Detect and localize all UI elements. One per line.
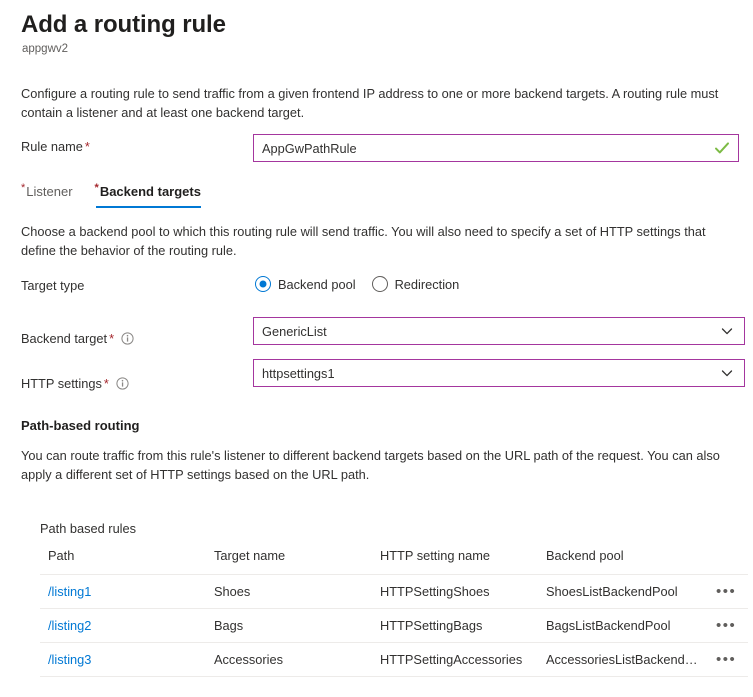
tab-required-indicator: * <box>94 181 99 194</box>
required-indicator: * <box>103 376 109 391</box>
info-circle-icon[interactable] <box>116 377 129 390</box>
backend-target-label-text: Backend target <box>21 331 108 346</box>
tab-listener-label: Listener <box>26 184 73 199</box>
tab-listener[interactable]: *Listener <box>21 181 73 208</box>
required-indicator: * <box>84 139 90 154</box>
http-settings-label: HTTP settings* <box>21 376 129 391</box>
table-row: /listing3 Accessories HTTPSettingAccesso… <box>40 642 748 677</box>
backend-target-value: GenericList <box>262 323 327 339</box>
path-based-routing-title: Path-based routing <box>21 418 140 433</box>
http-settings-dropdown[interactable]: httpsettings1 <box>253 359 745 387</box>
cell-actions: ••• <box>698 608 748 643</box>
row-context-menu-icon[interactable]: ••• <box>716 651 737 668</box>
http-settings-value: httpsettings1 <box>262 365 335 381</box>
table-row: /listing1 Shoes HTTPSettingShoes ShoesLi… <box>40 574 748 609</box>
table-header: Path Target name HTTP setting name Backe… <box>40 548 748 575</box>
required-indicator: * <box>109 331 115 346</box>
cell-actions: ••• <box>698 642 748 677</box>
column-header-backend-pool: Backend pool <box>546 548 698 575</box>
path-based-rules-table: Path Target name HTTP setting name Backe… <box>40 548 748 677</box>
cell-target-name: Bags <box>214 608 380 643</box>
http-settings-label-text: HTTP settings <box>21 376 102 391</box>
intro-description: Configure a routing rule to send traffic… <box>21 86 719 120</box>
page-subtitle: appgwv2 <box>22 43 69 55</box>
radio-redirection-label: Redirection <box>394 276 460 292</box>
row-context-menu-icon[interactable]: ••• <box>716 617 737 634</box>
rule-name-input[interactable] <box>254 139 713 157</box>
table-body: /listing1 Shoes HTTPSettingShoes ShoesLi… <box>40 574 748 677</box>
radio-mark-icon <box>255 276 271 292</box>
rule-name-label-text: Rule name <box>21 139 83 154</box>
cell-http-setting-name: HTTPSettingBags <box>380 608 546 643</box>
info-circle-icon[interactable] <box>121 332 134 345</box>
page-title: Add a routing rule <box>21 11 226 38</box>
target-type-radio-group: Backend pool Redirection <box>255 276 475 292</box>
radio-redirection[interactable]: Redirection <box>371 276 460 292</box>
row-context-menu-icon[interactable]: ••• <box>716 583 737 600</box>
cell-target-name: Shoes <box>214 574 380 609</box>
cell-http-setting-name: HTTPSettingShoes <box>380 574 546 609</box>
rule-name-field[interactable] <box>253 134 739 162</box>
tab-backend-targets-label: Backend targets <box>99 184 201 199</box>
column-header-http-setting-name: HTTP setting name <box>380 548 546 575</box>
column-header-target-name: Target name <box>214 548 380 575</box>
radio-backend-pool-label: Backend pool <box>278 276 356 292</box>
green-check-icon <box>713 139 731 157</box>
radio-mark-icon <box>371 276 388 292</box>
path-based-routing-description: You can route traffic from this rule's l… <box>21 448 720 482</box>
cell-actions: ••• <box>698 574 748 609</box>
chevron-down-icon <box>720 366 734 380</box>
cell-backend-pool: BagsListBackendPool <box>546 608 698 643</box>
table-header-row: Path Target name HTTP setting name Backe… <box>40 548 748 575</box>
tab-backend-targets[interactable]: *Backend targets <box>94 181 202 208</box>
path-based-rules-caption: Path based rules <box>40 521 137 536</box>
rule-name-label: Rule name* <box>21 139 90 154</box>
cell-backend-pool: ShoesListBackendPool <box>546 574 698 609</box>
cell-target-name: Accessories <box>214 642 380 677</box>
cell-http-setting-name: HTTPSettingAccessories <box>380 642 546 677</box>
chevron-down-icon <box>720 324 734 338</box>
tab-required-indicator: * <box>21 181 26 194</box>
column-header-path: Path <box>40 548 214 575</box>
path-link[interactable]: /listing2 <box>48 618 92 633</box>
backend-target-label: Backend target* <box>21 331 134 346</box>
cell-path: /listing2 <box>40 608 214 643</box>
path-link[interactable]: /listing3 <box>48 652 92 667</box>
target-type-label: Target type <box>21 278 85 293</box>
table-row: /listing2 Bags HTTPSettingBags BagsListB… <box>40 608 748 643</box>
tab-list: *Listener *Backend targets <box>21 181 223 208</box>
backend-target-dropdown[interactable]: GenericList <box>253 317 745 345</box>
column-header-actions <box>698 548 748 575</box>
path-link[interactable]: /listing1 <box>48 584 92 599</box>
radio-backend-pool[interactable]: Backend pool <box>255 276 356 292</box>
backend-targets-description: Choose a backend pool to which this rout… <box>21 224 706 258</box>
cell-path: /listing3 <box>40 642 214 677</box>
cell-path: /listing1 <box>40 574 214 609</box>
cell-backend-pool: AccessoriesListBackendP... <box>546 642 698 677</box>
